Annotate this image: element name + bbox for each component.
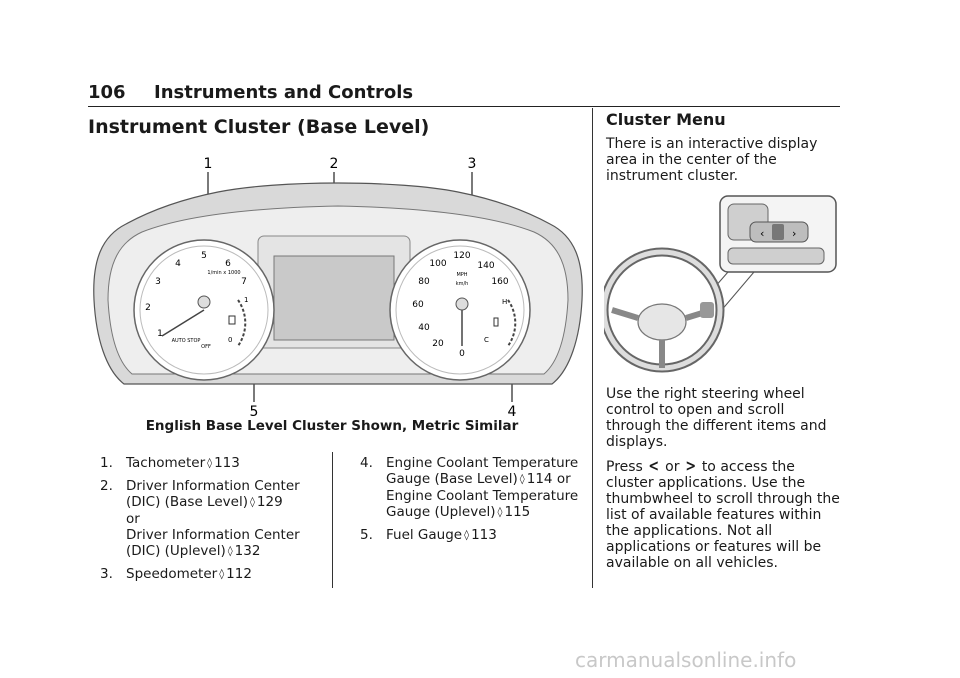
temp-hot-label: H [502,298,507,306]
speedo-tick-60: 60 [412,300,424,310]
cluster-menu-title: Cluster Menu [606,110,726,129]
tach-tick-6: 6 [225,259,231,269]
tach-tick-5: 5 [201,251,207,261]
speedo-kmh-label: km/h [456,281,469,287]
speedo-mph-label: MPH [456,272,467,278]
chapter-title: Instruments and Controls [154,82,414,103]
figure-caption: English Base Level Cluster Shown, Metric… [145,418,519,434]
chevron-right-icon: > [685,456,697,475]
speedo-tick-120: 120 [453,251,470,261]
steering-wheel-hub [637,303,687,341]
speedo-tick-80: 80 [418,277,430,287]
column-divider [332,452,333,588]
fuel-full-label: 1 [244,296,248,304]
callout-list-left: 1. Tachometer◊113 2. Driver Information … [100,455,324,589]
column-divider [592,108,593,588]
section-title: Instrument Cluster (Base Level) [88,116,430,138]
right-arrow-icon: › [792,227,796,240]
list-item: 3. Speedometer◊112 [100,566,252,582]
right-steering-control [700,302,714,318]
callout-3: 3 [468,156,477,172]
cluster-menu-press-text: Press < or > to access the cluster appli… [606,456,840,572]
speedo-tick-160: 160 [491,277,508,287]
cluster-menu-intro: There is an interactive display area in … [606,136,818,184]
steering-wheel-illustration: ‹ › [599,195,837,373]
list-item: 5. Fuel Gauge◊113 [360,527,497,543]
dic-display [273,255,395,341]
tachometer-gauge: 1 2 3 4 5 6 7 1/min x 1000 AUTO STOP OFF… [133,239,275,381]
instrument-cluster-figure: 1 2 3 4 5 1 2 3 4 5 6 7 1/min x 1000 AUT… [88,150,588,420]
fuel-pump-icon [228,315,236,325]
cluster-illustration: 1 2 3 4 5 1 2 3 4 5 6 7 1/min x 1000 AUT… [93,156,583,420]
page-header: 106 Instruments and Controls [88,80,840,107]
auto-stop-label: AUTO STOP [172,338,201,344]
page-number: 106 [88,82,126,103]
tach-tick-3: 3 [155,277,161,287]
speedo-tick-20: 20 [432,339,444,349]
speedo-tick-0: 0 [459,349,465,359]
callout-1: 1 [204,156,213,172]
callout-2: 2 [330,156,339,172]
list-item: 2. Driver Information Center (DIC) (Base… [100,478,300,559]
tach-tick-1: 1 [157,329,163,339]
speedometer-gauge: 0 20 40 60 80 100 120 140 160 MPH km/h H… [389,239,531,381]
auto-stop-off-label: OFF [201,344,211,350]
tach-tick-7: 7 [241,277,247,287]
speedo-tick-100: 100 [429,259,446,269]
cluster-menu-instructions: Use the right steering wheel control to … [606,386,827,450]
thumbwheel-icon [772,224,784,240]
callout-list-right: 4. Engine Coolant Temperature Gauge (Bas… [360,455,580,550]
tach-tick-2: 2 [145,303,151,313]
callout-4: 4 [508,404,517,420]
watermark: carmanualsonline.info [575,648,797,672]
coolant-temp-icon [493,317,499,327]
callout-5: 5 [250,404,259,420]
temp-cold-label: C [484,336,489,344]
speedo-tick-40: 40 [418,323,430,333]
speedo-tick-140: 140 [477,261,494,271]
list-item: 1. Tachometer◊113 [100,455,240,471]
tach-tick-4: 4 [175,259,181,269]
fuel-empty-label: 0 [228,336,232,344]
chevron-left-icon: < [648,456,660,475]
left-arrow-icon: ‹ [760,227,764,240]
tach-unit: 1/min x 1000 [207,270,240,276]
list-item: 4. Engine Coolant Temperature Gauge (Bas… [360,455,579,520]
steering-wheel-figure: ‹ › [599,192,840,378]
